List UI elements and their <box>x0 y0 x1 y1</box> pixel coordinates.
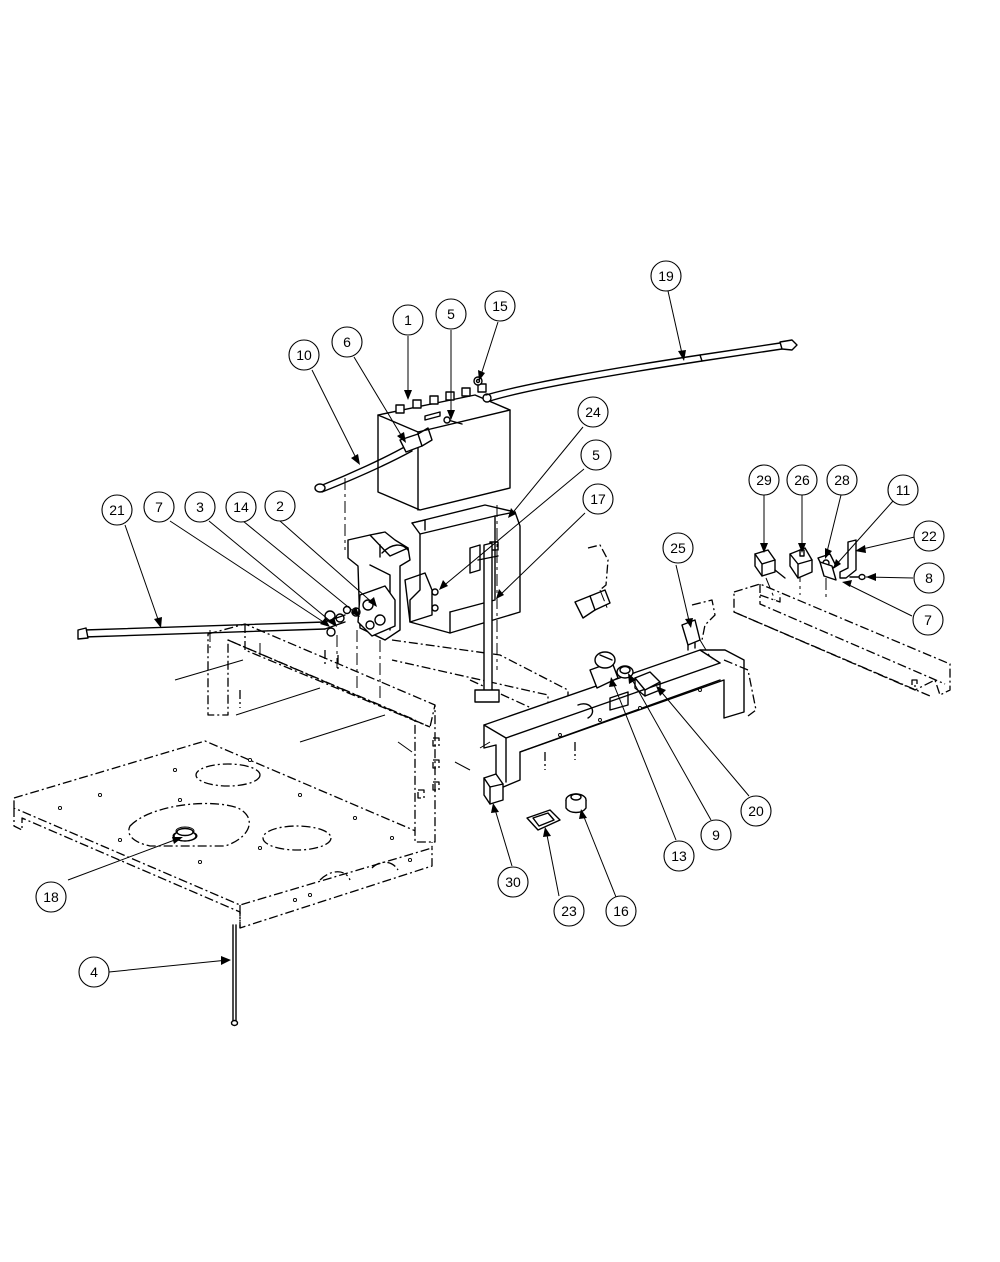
svg-text:29: 29 <box>756 472 772 488</box>
left-cross-frame <box>207 623 471 843</box>
callout-26: 26 <box>786 464 818 496</box>
callout-7: 7 <box>143 491 175 523</box>
svg-text:10: 10 <box>296 347 312 363</box>
callout-3: 3 <box>184 491 216 523</box>
relay-part-30 <box>483 773 504 805</box>
switch-part-25 <box>681 599 716 651</box>
center-lower-frame <box>391 639 569 713</box>
svg-text:5: 5 <box>592 447 600 463</box>
bezel-part-23 <box>526 809 561 831</box>
svg-text:9: 9 <box>712 827 720 843</box>
right-switch-assembly <box>754 539 866 581</box>
callout-14: 14 <box>225 491 257 523</box>
floor-pan <box>13 740 433 929</box>
assembly-centerlines <box>174 478 827 743</box>
callout-29: 29 <box>748 464 780 496</box>
callout-2: 2 <box>264 490 296 522</box>
svg-text:13: 13 <box>671 848 687 864</box>
callout-30: 30 <box>497 866 529 898</box>
svg-text:20: 20 <box>748 803 764 819</box>
battery-cable-part-10 <box>314 427 433 493</box>
ignition-switch-part-13 <box>589 651 619 689</box>
svg-text:25: 25 <box>670 540 686 556</box>
battery-cable-part-19 <box>485 339 798 402</box>
callout-5-tray: 5 <box>580 439 612 471</box>
svg-text:26: 26 <box>794 472 810 488</box>
svg-text:3: 3 <box>196 499 204 515</box>
switch-assembly <box>574 544 611 619</box>
callout-10: 10 <box>288 339 320 371</box>
svg-text:18: 18 <box>43 889 59 905</box>
svg-text:22: 22 <box>921 528 937 544</box>
callout-16: 16 <box>605 895 637 927</box>
callout-22: 22 <box>913 520 945 552</box>
callout-24: 24 <box>577 396 609 428</box>
svg-text:8: 8 <box>925 570 933 586</box>
svg-text:2: 2 <box>276 498 284 514</box>
callout-1: 1 <box>392 304 424 336</box>
callout-6: 6 <box>331 326 363 358</box>
svg-text:11: 11 <box>896 482 911 498</box>
battery-tray-part-24 <box>409 504 521 634</box>
hour-meter-part-20 <box>634 671 661 697</box>
callout-17: 17 <box>582 483 614 515</box>
rod-part-4 <box>230 924 239 1027</box>
svg-text:1: 1 <box>404 312 412 328</box>
callouts: 1 5 15 19 6 10 24 5 17 21 7 3 14 2 25 29… <box>35 260 945 988</box>
right-rear-frame <box>733 583 951 697</box>
callout-13: 13 <box>663 840 695 872</box>
svg-text:23: 23 <box>561 903 577 919</box>
svg-text:14: 14 <box>233 499 249 515</box>
bolt-part-5 <box>443 416 463 425</box>
svg-text:16: 16 <box>613 903 629 919</box>
callout-7-right: 7 <box>912 604 944 636</box>
svg-text:7: 7 <box>155 499 163 515</box>
battery-part-1 <box>377 383 511 511</box>
svg-text:4: 4 <box>90 964 98 980</box>
callout-5: 5 <box>435 298 467 330</box>
callout-15: 15 <box>484 290 516 322</box>
svg-text:15: 15 <box>492 298 508 314</box>
callout-20: 20 <box>740 795 772 827</box>
callout-8: 8 <box>913 562 945 594</box>
svg-text:6: 6 <box>343 334 351 350</box>
svg-text:28: 28 <box>834 472 850 488</box>
svg-text:21: 21 <box>109 502 125 518</box>
callout-18: 18 <box>35 881 67 913</box>
callout-21: 21 <box>101 494 133 526</box>
callout-9: 9 <box>700 819 732 851</box>
callout-25: 25 <box>662 532 694 564</box>
callout-23: 23 <box>553 895 585 927</box>
callout-11: 11 <box>887 474 919 506</box>
callout-19: 19 <box>650 260 682 292</box>
callout-4: 4 <box>78 956 110 988</box>
svg-text:5: 5 <box>447 306 455 322</box>
svg-text:19: 19 <box>658 268 674 284</box>
svg-text:24: 24 <box>585 404 601 420</box>
hold-down-strap-part-17 <box>474 542 500 703</box>
callout-28: 28 <box>826 464 858 496</box>
svg-text:17: 17 <box>590 491 606 507</box>
svg-text:30: 30 <box>505 874 521 890</box>
knob-part-16 <box>565 793 587 814</box>
svg-text:7: 7 <box>924 612 932 628</box>
starter-cable-part-21 <box>77 614 346 640</box>
